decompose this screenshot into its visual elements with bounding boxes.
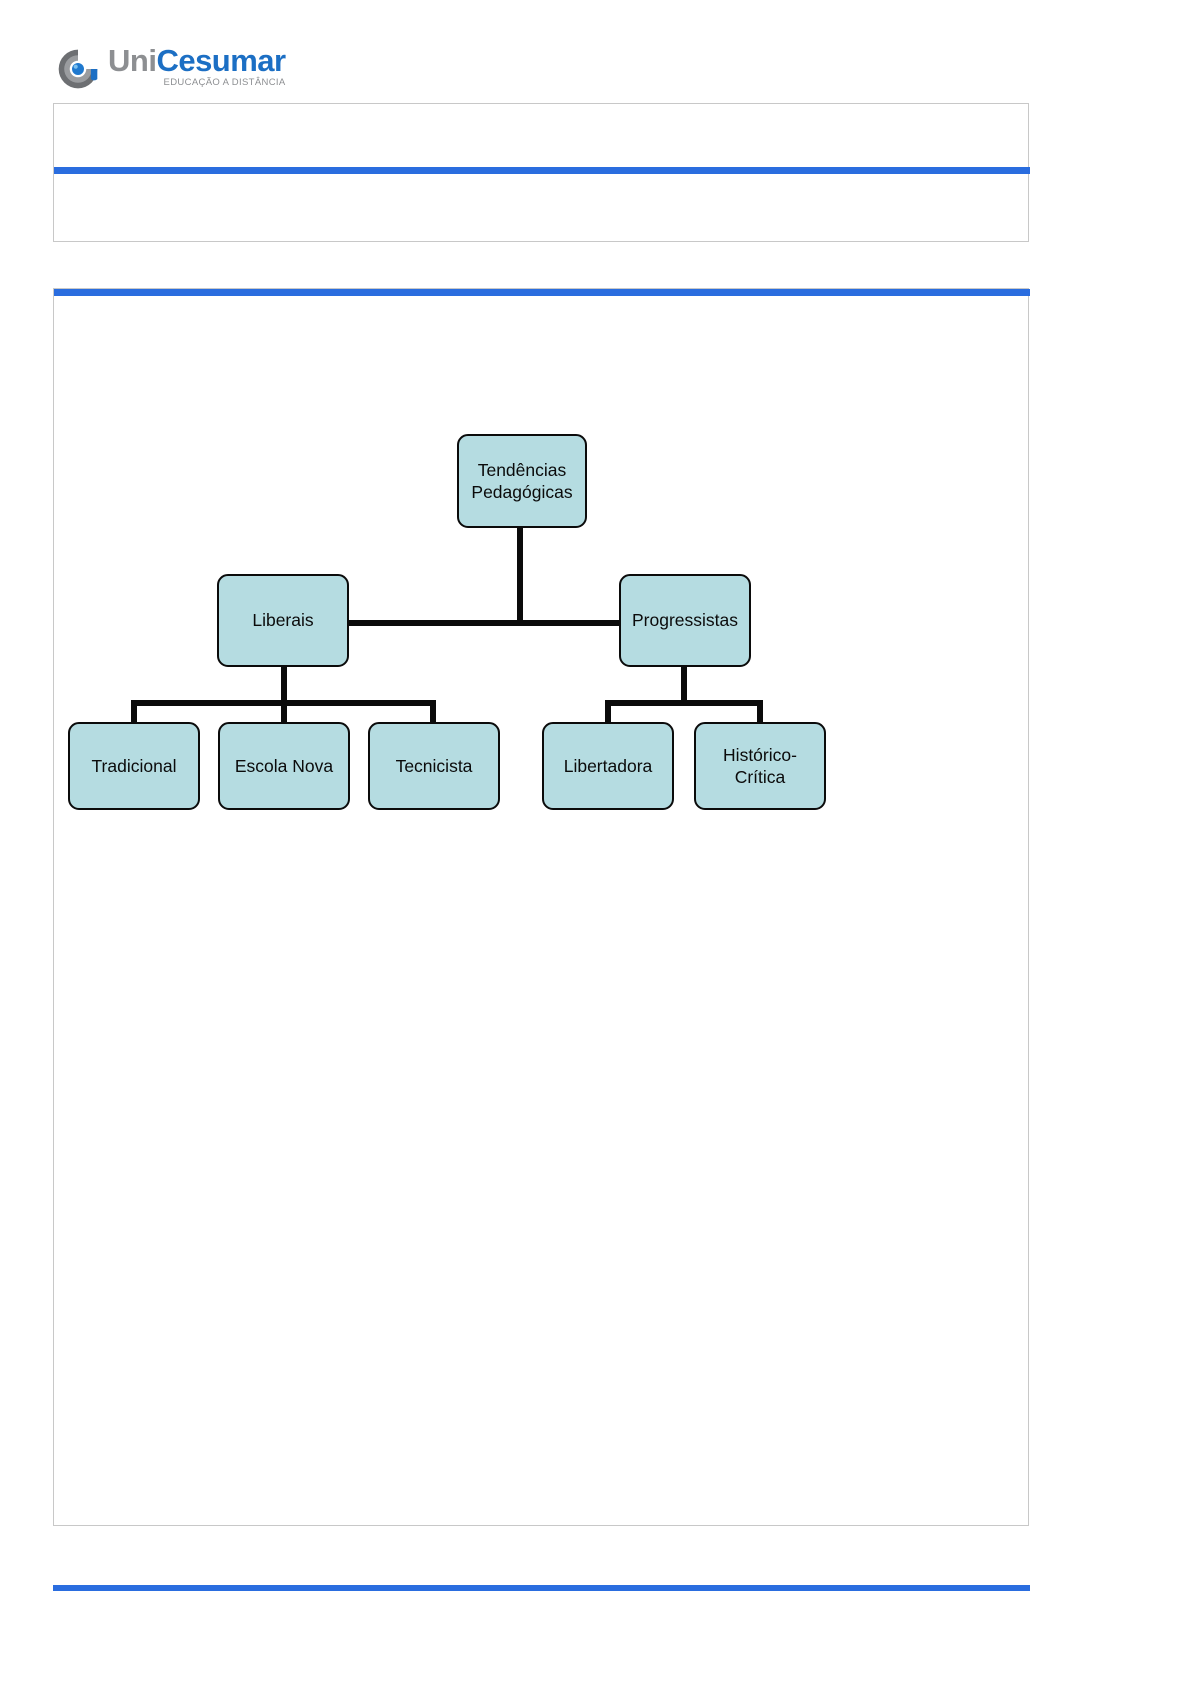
node-libertadora-label: Libertadora bbox=[563, 755, 653, 776]
node-tecnicista-label: Tecnicista bbox=[395, 755, 473, 776]
header-bottom-text bbox=[68, 186, 1008, 232]
connector-root-vertical bbox=[517, 528, 523, 624]
tendencias-pedagogicas-tree-diagram: Tendências Pedagógicas Liberais Progress… bbox=[54, 289, 1030, 1527]
node-escola-nova[interactable]: Escola Nova bbox=[218, 722, 350, 810]
header-blue-divider bbox=[54, 167, 1030, 174]
connector-progressistas-vertical bbox=[681, 664, 687, 705]
logo-wordmark: UniCesumar bbox=[108, 44, 286, 78]
header-top-text bbox=[68, 120, 1008, 164]
footer-blue-divider bbox=[53, 1585, 1030, 1591]
node-tradicional-label: Tradicional bbox=[91, 755, 177, 776]
content-panel: Tendências Pedagógicas Liberais Progress… bbox=[53, 288, 1030, 1527]
connector-liberais-vertical bbox=[281, 664, 287, 705]
logo-wordmark-cesumar: Cesumar bbox=[156, 43, 286, 78]
node-root[interactable]: Tendências Pedagógicas bbox=[457, 434, 587, 528]
node-progressistas[interactable]: Progressistas bbox=[619, 574, 751, 667]
node-tecnicista[interactable]: Tecnicista bbox=[368, 722, 500, 810]
node-liberais[interactable]: Liberais bbox=[217, 574, 349, 667]
node-historico-critica-label: Histórico- Crítica bbox=[723, 745, 797, 787]
unicesumar-circle-logo bbox=[58, 49, 98, 89]
node-tradicional[interactable]: Tradicional bbox=[68, 722, 200, 810]
connector-libertadora-drop bbox=[605, 700, 611, 724]
connector-progressistas-horizontal bbox=[605, 700, 763, 706]
connector-escolanova-drop bbox=[281, 700, 287, 724]
logo-tagline: EDUCAÇÃO A DISTÂNCIA bbox=[163, 77, 286, 88]
connector-historico-drop bbox=[757, 700, 763, 724]
unicesumar-logo: UniCesumar EDUCAÇÃO A DISTÂNCIA bbox=[55, 44, 286, 92]
connector-tecnicista-drop bbox=[430, 700, 436, 724]
node-liberais-label: Liberais bbox=[252, 610, 314, 630]
connector-tradicional-drop bbox=[131, 700, 137, 724]
header-panel bbox=[53, 103, 1030, 242]
node-historico-critica[interactable]: Histórico- Crítica bbox=[694, 722, 826, 810]
node-progressistas-label: Progressistas bbox=[631, 610, 738, 630]
connector-level1-horizontal bbox=[346, 620, 698, 626]
content-blue-divider bbox=[54, 289, 1030, 296]
node-libertadora[interactable]: Libertadora bbox=[542, 722, 674, 810]
logo-wordmark-uni: Uni bbox=[108, 43, 157, 78]
node-root-label: Tendências Pedagógicas bbox=[471, 460, 573, 502]
node-escola-nova-label: Escola Nova bbox=[234, 755, 334, 776]
